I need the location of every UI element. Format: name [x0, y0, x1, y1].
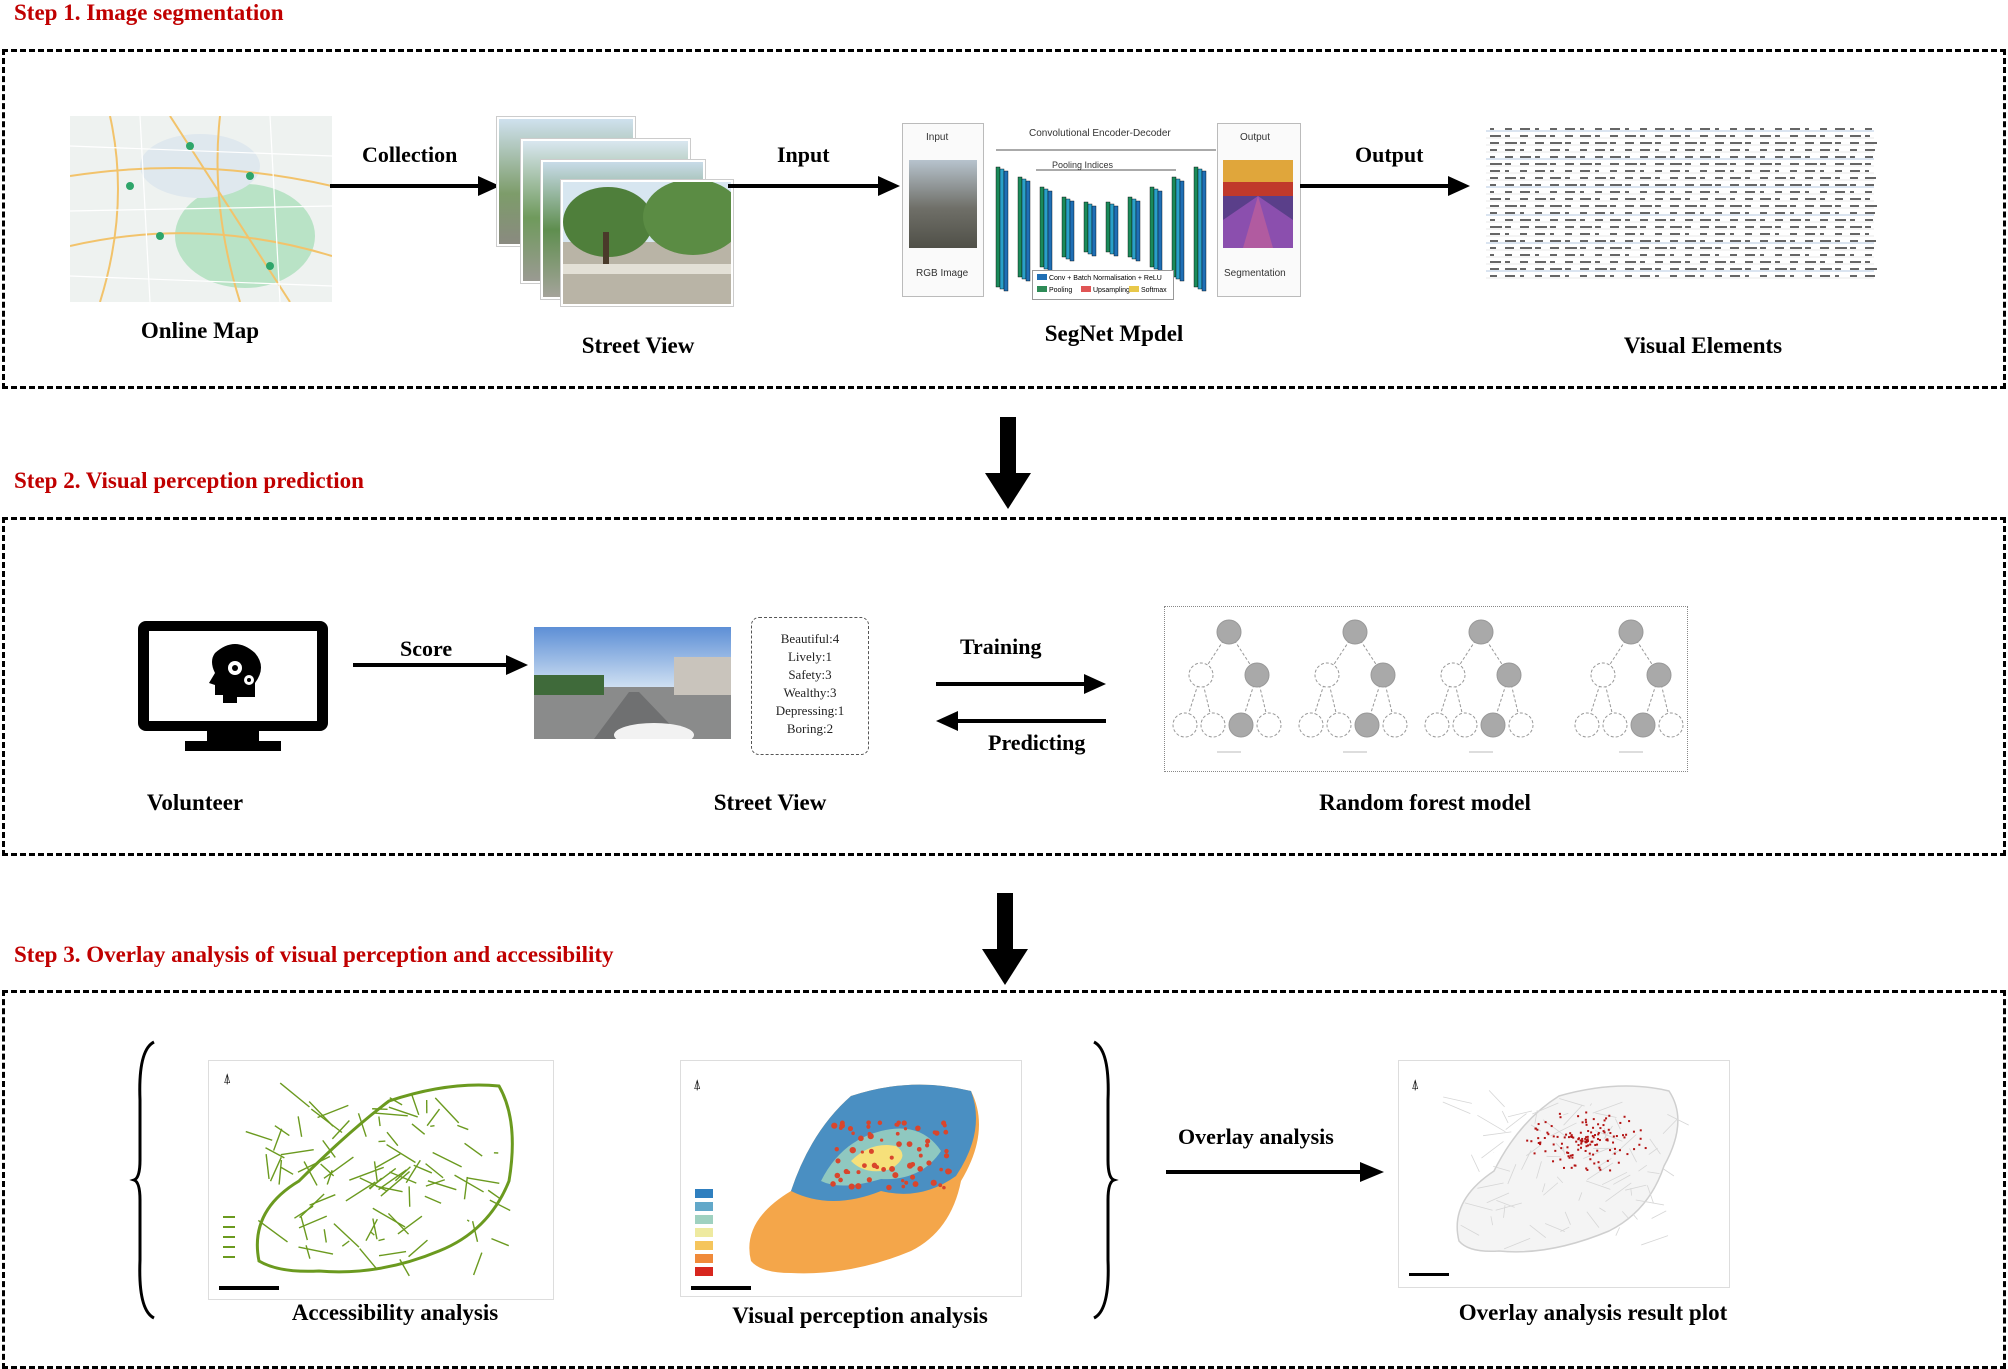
visual-elements-label: Visual Elements	[1600, 333, 1806, 359]
collection-label: Collection	[362, 142, 457, 168]
street-view-label-step2: Street View	[670, 790, 870, 816]
input-label: Input	[777, 142, 830, 168]
output-arrow	[1300, 170, 1470, 200]
output-label: Output	[1355, 142, 1423, 168]
segnet-label: SegNet Mpdel	[1014, 321, 1214, 347]
score-item: Depressing:1	[752, 702, 868, 720]
segnet-encoder-label: Convolutional Encoder-Decoder	[1029, 128, 1171, 139]
north-arrow-icon: ⍋	[693, 1077, 701, 1093]
north-arrow-icon: ⍋	[223, 1071, 231, 1087]
segnet-legend-item: Softmax	[1141, 287, 1167, 294]
segnet-legend-item: Upsampling	[1093, 287, 1130, 294]
scores-card: Beautiful:4 Lively:1 Safety:3 Wealthy:3 …	[751, 617, 869, 755]
segnet-diagram: Input RGB Image Convolutional Encoder-De…	[902, 120, 1302, 300]
right-brace	[1090, 1040, 1116, 1320]
step3-title: Step 3. Overlay analysis of visual perce…	[14, 942, 614, 968]
online-map-label: Online Map	[100, 318, 300, 344]
north-arrow-icon: ⍋	[1411, 1077, 1419, 1093]
training-arrow	[936, 670, 1106, 698]
accessibility-map: ⍋	[208, 1060, 554, 1300]
overlay-result-label: Overlay analysis result plot	[1428, 1300, 1758, 1326]
random-forest-label: Random forest model	[1300, 790, 1550, 816]
volunteer-monitor-icon	[135, 618, 331, 754]
accessibility-label: Accessibility analysis	[280, 1300, 510, 1326]
score-item: Lively:1	[752, 648, 868, 666]
score-item: Beautiful:4	[752, 630, 868, 648]
segnet-output-label: Output	[1240, 132, 1270, 143]
score-item: Wealthy:3	[752, 684, 868, 702]
segnet-legend: Conv + Batch Normalisation + ReLU Poolin…	[1032, 270, 1174, 300]
step1-title: Step 1. Image segmentation	[14, 0, 284, 26]
down-arrow-1	[985, 417, 1031, 509]
score-label: Score	[400, 636, 452, 662]
score-item: Safety:3	[752, 666, 868, 684]
score-item: Boring:2	[752, 720, 868, 738]
visual-perception-label: Visual perception analysis	[720, 1303, 1000, 1329]
random-forest-diagram	[1164, 606, 1688, 772]
segnet-segmentation-label: Segmentation	[1224, 268, 1286, 279]
step2-title: Step 2. Visual perception prediction	[14, 468, 364, 494]
segnet-input-label: Input	[926, 132, 948, 143]
segnet-legend-item: Pooling	[1049, 287, 1072, 294]
overlay-arrow	[1166, 1158, 1384, 1186]
training-label: Training	[960, 634, 1042, 660]
input-arrow	[728, 170, 900, 200]
collection-arrow	[330, 170, 500, 200]
online-map-image	[70, 116, 332, 302]
left-brace	[132, 1040, 158, 1320]
down-arrow-2	[982, 893, 1028, 985]
street-view-photo-front	[561, 180, 733, 306]
overlay-result-map: ⍋	[1398, 1060, 1730, 1288]
predicting-label: Predicting	[988, 730, 1085, 756]
street-view-label: Street View	[538, 333, 738, 359]
street-view-photo-step2	[534, 627, 731, 739]
segnet-rgb-label: RGB Image	[916, 268, 968, 279]
volunteer-label: Volunteer	[95, 790, 295, 816]
segnet-legend-item: Conv + Batch Normalisation + ReLU	[1049, 275, 1162, 282]
visual-perception-map: ⍋	[680, 1060, 1022, 1297]
overlay-label: Overlay analysis	[1178, 1124, 1334, 1150]
visual-elements-table	[1486, 125, 1874, 289]
